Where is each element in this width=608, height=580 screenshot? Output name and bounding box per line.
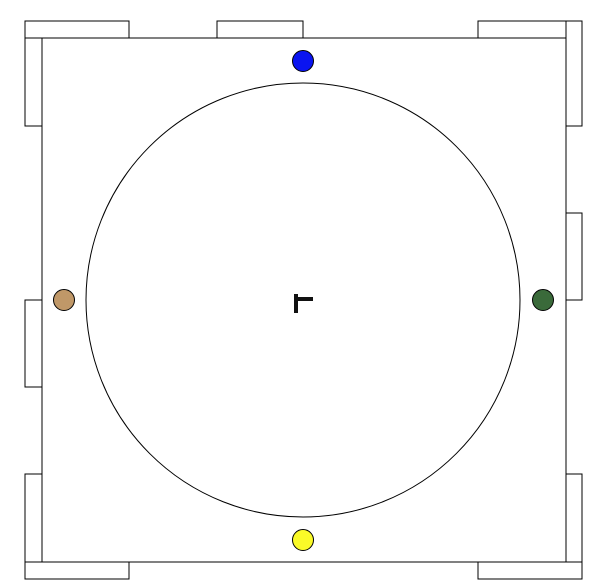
- player-piece-tan[interactable]: [53, 289, 75, 311]
- edge-tab-top-left: [24, 20, 130, 39]
- edge-tab-bottom-left: [24, 561, 130, 580]
- edge-tab-right-top: [565, 20, 583, 127]
- player-piece-blue[interactable]: [292, 50, 314, 72]
- edge-tab-top-center: [216, 20, 304, 39]
- edge-tab-bottom-right: [477, 561, 583, 580]
- rotated-t-icon: [294, 294, 313, 313]
- player-piece-green[interactable]: [532, 289, 554, 311]
- center-circle: [85, 82, 521, 518]
- edge-tab-left-middle: [24, 299, 43, 388]
- edge-tab-right-bottom: [565, 473, 583, 563]
- edge-tab-right-middle: [565, 212, 583, 301]
- edge-tab-top-right: [477, 20, 567, 39]
- player-piece-yellow[interactable]: [292, 529, 314, 551]
- edge-tab-left-bottom: [24, 473, 43, 563]
- edge-tab-left-top: [24, 37, 43, 127]
